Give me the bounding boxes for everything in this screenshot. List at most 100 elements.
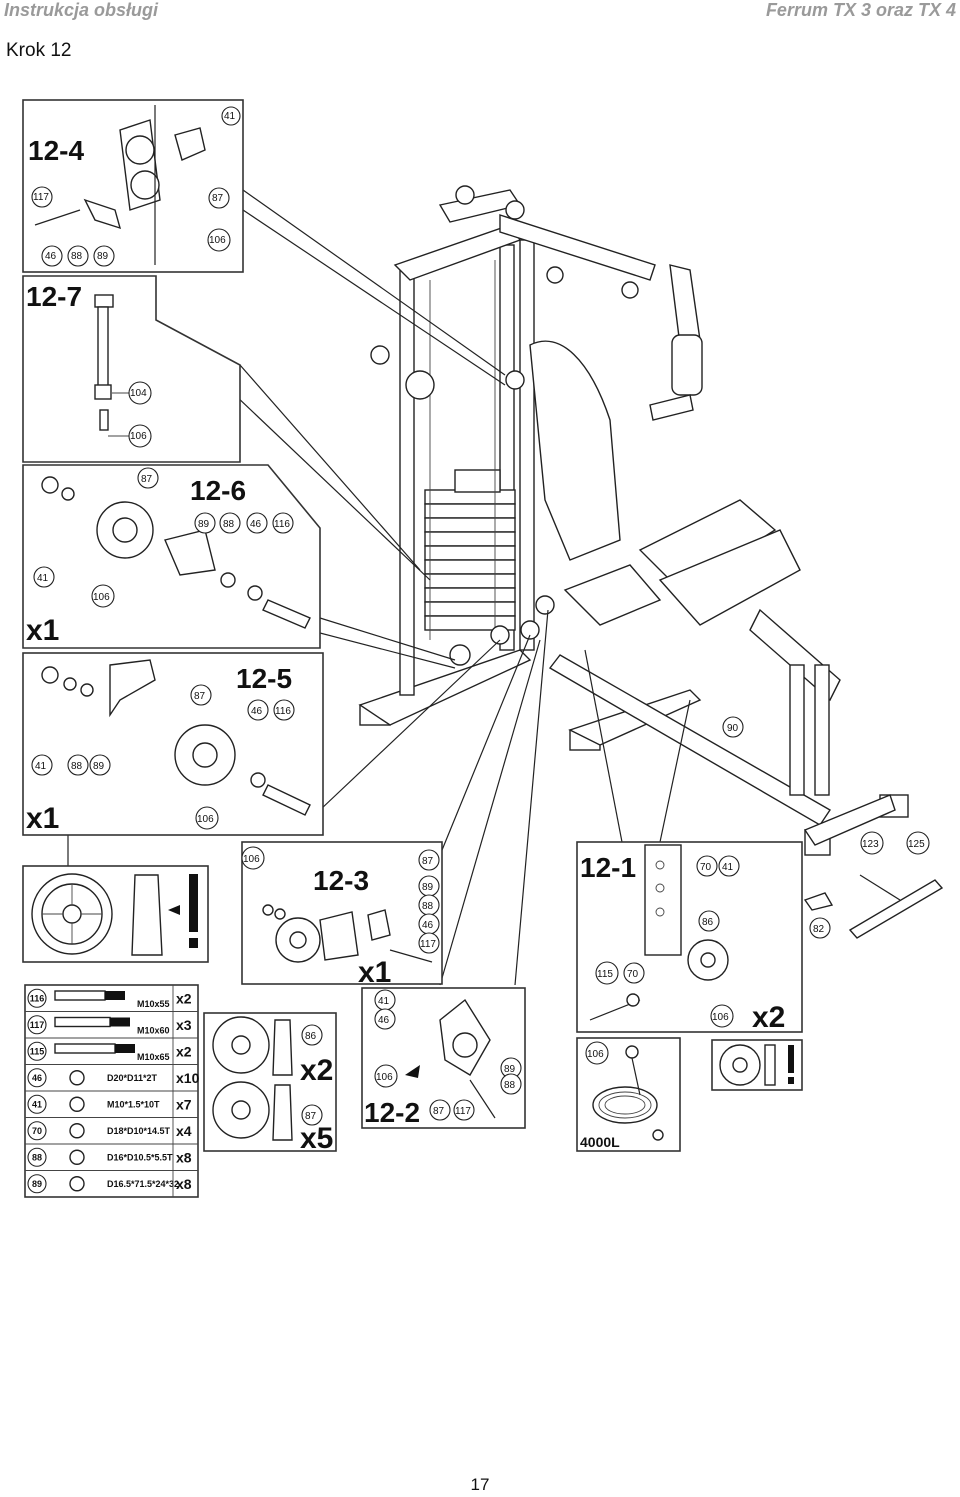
svg-text:87: 87 (141, 474, 153, 485)
svg-text:86: 86 (305, 1031, 317, 1042)
home-gym-machine: 90 (358, 185, 909, 856)
cable-length-label: 4000L (580, 1134, 620, 1150)
svg-text:89: 89 (422, 882, 434, 893)
hardware-icon (69, 1123, 85, 1139)
svg-text:104: 104 (130, 388, 147, 399)
svg-text:41: 41 (722, 862, 734, 873)
handle-bar-assembly: 123 125 82 (803, 831, 944, 939)
hardware-icon (69, 1096, 85, 1112)
part-spec: M10x55 (137, 999, 170, 1009)
svg-text:87: 87 (422, 856, 434, 867)
pulley-86-qty: x2 (300, 1054, 333, 1087)
part-spec: M10x60 (137, 1026, 170, 1036)
part-id-badge (27, 1094, 47, 1114)
leader-lines (67, 189, 691, 986)
svg-text:106: 106 (209, 235, 226, 246)
bolt-head-icon (110, 1017, 130, 1027)
page-number: 17 (470, 1475, 490, 1494)
panel-12-2: 12-2 41 46 106 89 88 87 117 (361, 987, 526, 1129)
svg-text:41: 41 (378, 996, 390, 1007)
hardware-icon (69, 1070, 85, 1086)
panel-12-5: 12-5 x1 87 46 116 41 88 89 106 (22, 652, 324, 836)
part-qty: x4 (176, 1123, 192, 1139)
svg-text:106: 106 (243, 854, 260, 865)
part-qty: x10 (176, 1070, 200, 1086)
step-title: Krok 12 (6, 40, 72, 61)
part-spec: M10*1.5*10T (107, 1099, 160, 1109)
part-id: 115 (30, 1046, 45, 1056)
svg-text:41: 41 (37, 573, 49, 584)
part-spec: D20*D11*2T (107, 1073, 158, 1083)
panel-12-3-label: 12-3 (313, 865, 369, 896)
part-90-label: 90 (727, 723, 739, 734)
header-manual-title: Instrukcja obsługi (4, 0, 159, 20)
svg-text:89: 89 (504, 1064, 516, 1075)
panel-12-4-label: 12-4 (28, 135, 84, 166)
part-qty: x2 (176, 1043, 192, 1059)
svg-text:46: 46 (422, 920, 434, 931)
svg-text:89: 89 (93, 761, 105, 772)
panel-12-6: 12-6 x1 87 89 88 46 116 41 106 (22, 464, 321, 649)
panel-12-1: 12-1 x2 70 41 86 115 70 106 (576, 841, 803, 1034)
hardware-icon (69, 1176, 85, 1192)
warning-exclamation-icon (189, 874, 198, 932)
part-spec: D16.5*71.5*24*32 (107, 1179, 179, 1189)
svg-text:106: 106 (197, 814, 214, 825)
part-id-badge (27, 1147, 47, 1167)
svg-text:88: 88 (71, 251, 83, 262)
svg-text:116: 116 (274, 519, 290, 530)
header-product-name: Ferrum TX 3 oraz TX 4 (765, 0, 956, 20)
panel-12-1-qty: x2 (752, 1001, 785, 1034)
svg-text:87: 87 (433, 1106, 445, 1117)
svg-text:125: 125 (908, 839, 925, 850)
part-spec: M10x65 (137, 1052, 170, 1062)
svg-text:88: 88 (223, 519, 235, 530)
part-id-badge (27, 1121, 47, 1141)
bolt-icon (54, 1016, 111, 1028)
svg-text:117: 117 (455, 1106, 471, 1117)
svg-text:89: 89 (198, 519, 210, 530)
svg-text:70: 70 (700, 862, 712, 873)
part-qty: x8 (176, 1176, 192, 1192)
panel-12-7: 12-7 104 106 (22, 275, 241, 463)
svg-text:87: 87 (305, 1111, 317, 1122)
pulley-kit-panel: 86 x2 87 x5 (203, 1012, 337, 1155)
svg-text:46: 46 (378, 1015, 390, 1026)
panel-12-6-qty: x1 (26, 614, 59, 647)
svg-text:106: 106 (376, 1072, 393, 1083)
bolt-head-icon (105, 991, 125, 1000)
part-spec: D16*D10.5*5.5T (107, 1152, 173, 1162)
part-qty: x3 (176, 1017, 192, 1033)
svg-text:88: 88 (422, 901, 434, 912)
bolt-head-icon (115, 1044, 135, 1053)
weight-stack (424, 469, 516, 631)
cable-panel: 106 4000L (576, 1037, 681, 1152)
svg-text:106: 106 (587, 1049, 604, 1060)
svg-text:117: 117 (420, 939, 436, 950)
part-id-badge (27, 1068, 47, 1088)
svg-text:87: 87 (212, 193, 224, 204)
bolt-icon (54, 1043, 116, 1054)
svg-text:106: 106 (93, 592, 110, 603)
part-id: 41 (32, 1099, 42, 1109)
svg-text:46: 46 (45, 251, 57, 262)
svg-text:41: 41 (35, 761, 47, 772)
svg-text:89: 89 (97, 251, 109, 262)
panel-12-1-label: 12-1 (580, 852, 636, 883)
warning-exclamation-icon-small (788, 1045, 794, 1073)
pulley-orientation-warning (22, 865, 209, 963)
part-id: 70 (32, 1126, 42, 1136)
panel-12-2-label: 12-2 (364, 1097, 420, 1128)
part-id-badge (27, 1015, 47, 1035)
panel-12-4: 12-4 41 117 87 106 46 88 89 (22, 99, 244, 273)
part-qty: x8 (176, 1149, 192, 1165)
svg-text:87: 87 (194, 691, 206, 702)
